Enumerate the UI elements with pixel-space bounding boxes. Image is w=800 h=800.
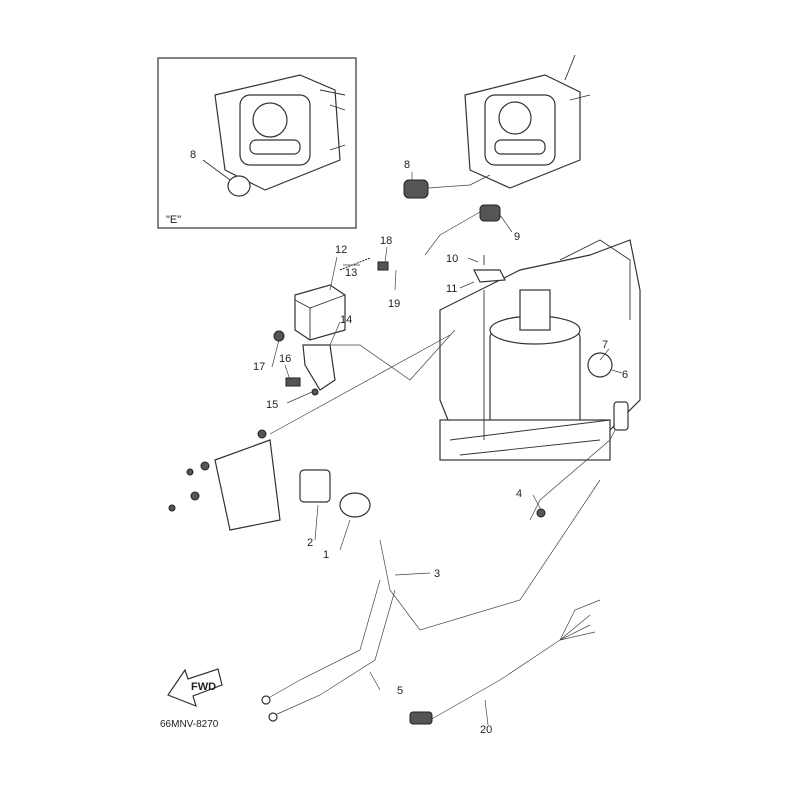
bolt-16 xyxy=(285,377,301,387)
cover-part xyxy=(464,54,591,189)
callout-17: 17 xyxy=(253,361,265,373)
callout-4: 4 xyxy=(516,488,522,500)
sensor-6-cap xyxy=(613,401,629,431)
callout-16: 16 xyxy=(279,353,291,365)
sensor-9 xyxy=(479,204,501,222)
callout-10: 10 xyxy=(446,253,458,265)
callout-inset-8: 8 xyxy=(190,149,196,161)
drawing-code: 66MNV-8270 xyxy=(160,719,219,730)
wire-5a xyxy=(264,579,381,701)
engine-block xyxy=(439,239,641,461)
clamp-11 xyxy=(473,269,506,283)
wire-5b xyxy=(274,589,396,716)
callout-3: 3 xyxy=(434,568,440,580)
inset-frame xyxy=(157,57,357,229)
spring-13 xyxy=(339,257,371,271)
screw-15 xyxy=(311,388,319,396)
bolt-4 xyxy=(536,508,546,518)
callout-6: 6 xyxy=(622,369,628,381)
callout-7: 7 xyxy=(602,339,608,351)
callout-13: 13 xyxy=(345,267,357,279)
inset-view-label: "E" xyxy=(166,214,181,226)
callout-2: 2 xyxy=(307,537,313,549)
bracket-14 xyxy=(302,344,336,391)
inset-grommet xyxy=(227,175,251,197)
callout-20: 20 xyxy=(480,724,492,736)
inset-cover-part xyxy=(214,74,346,191)
sensor-8 xyxy=(403,179,429,199)
callout-18: 18 xyxy=(380,235,392,247)
fwd-arrow-text: FWD xyxy=(191,681,216,693)
callout-8: 8 xyxy=(404,159,410,171)
fwd-arrow-icon xyxy=(167,668,223,708)
callout-15: 15 xyxy=(266,399,278,411)
relay-12 xyxy=(294,284,346,341)
bracket-assembly xyxy=(168,334,451,531)
callout-12: 12 xyxy=(335,244,347,256)
cable-20 xyxy=(429,624,591,721)
callout-11: 11 xyxy=(446,283,457,295)
callout-1: 1 xyxy=(323,549,329,561)
nut-17 xyxy=(273,330,285,342)
bolt-18 xyxy=(377,261,389,271)
connector-20 xyxy=(409,711,433,725)
callout-14: 14 xyxy=(340,314,352,326)
callout-5: 5 xyxy=(397,685,403,697)
wire-3 xyxy=(379,479,601,631)
callout-19: 19 xyxy=(388,298,400,310)
callout-9: 9 xyxy=(514,231,520,243)
